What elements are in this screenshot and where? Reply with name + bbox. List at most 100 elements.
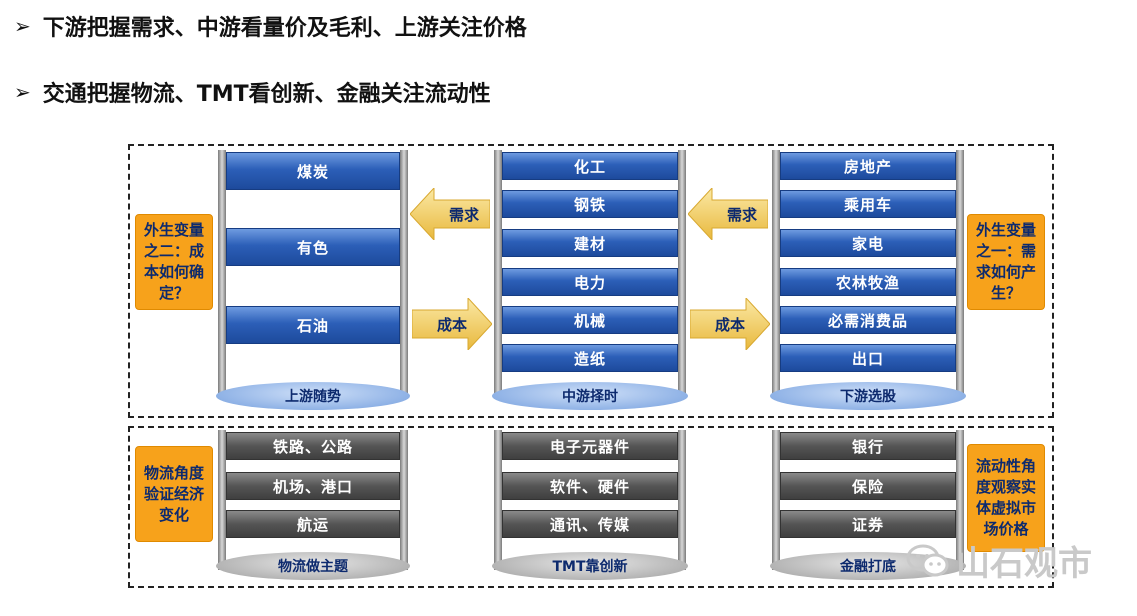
column-rail xyxy=(494,430,502,570)
sector-bar: 石油 xyxy=(226,306,400,344)
sector-bar: 家电 xyxy=(780,229,956,257)
sector-label: 电子元器件 xyxy=(549,437,630,456)
sector-bar: 航运 xyxy=(226,510,400,538)
column-rail xyxy=(400,430,408,570)
left-note-logistics-text: 物流角度验证经济变化 xyxy=(143,463,204,524)
arrow-right-icon xyxy=(412,298,492,350)
sector-bar: 保险 xyxy=(780,472,956,500)
sector-bar: 电子元器件 xyxy=(502,432,678,460)
sector-label: 通讯、传媒 xyxy=(549,515,630,534)
demand-arrow-left-1: 需求 xyxy=(410,188,490,240)
sector-bar: 软件、硬件 xyxy=(502,472,678,500)
sector-bar: 必需消费品 xyxy=(780,306,956,334)
watermark: 山石观市 xyxy=(906,536,1092,585)
sector-label: 家电 xyxy=(851,234,884,253)
sector-bar: 银行 xyxy=(780,432,956,460)
sector-label: 乘用车 xyxy=(843,195,892,214)
sector-bar: 有色 xyxy=(226,228,400,266)
left-note-cost-text: 外生变量之二：成本如何确定？ xyxy=(143,221,204,302)
column-base-downstream: 下游选股 xyxy=(770,382,966,410)
sector-bar: 乘用车 xyxy=(780,190,956,218)
sector-label: 钢铁 xyxy=(573,195,606,214)
sector-label: 建材 xyxy=(573,234,606,253)
arrow-right-icon xyxy=(690,298,770,350)
column-rail xyxy=(218,430,226,570)
column-rail xyxy=(678,430,686,570)
column-base-label: 金融打底 xyxy=(840,559,896,575)
sector-bar: 证券 xyxy=(780,510,956,538)
column-rail xyxy=(678,150,686,396)
column-rail xyxy=(494,150,502,396)
bullet-downstream-midstream-upstream: ➢ 下游把握需求、中游看量价及毛利、上游关注价格 xyxy=(14,10,527,42)
demand-arrow-left-2: 需求 xyxy=(688,188,768,240)
sector-label: 机械 xyxy=(573,311,606,330)
sector-bar: 铁路、公路 xyxy=(226,432,400,460)
arrow-label: 需求 xyxy=(726,205,757,224)
bullet-text: 下游把握需求、中游看量价及毛利、上游关注价格 xyxy=(42,16,527,41)
sector-label: 房地产 xyxy=(843,157,892,176)
arrow-left-icon xyxy=(410,188,490,240)
sector-bar: 煤炭 xyxy=(226,152,400,190)
sector-bar: 电力 xyxy=(502,268,678,296)
column-rail xyxy=(400,150,408,396)
sector-label: 煤炭 xyxy=(296,162,329,181)
bottom-section-box xyxy=(128,426,1054,588)
sector-label: 证券 xyxy=(851,515,884,534)
sector-label: 机场、港口 xyxy=(272,477,353,496)
sector-label: 铁路、公路 xyxy=(272,437,353,456)
sector-bar: 化工 xyxy=(502,152,678,180)
column-base-midstream: 中游择时 xyxy=(492,382,688,410)
sector-label: 航运 xyxy=(296,515,329,534)
arrow-label: 成本 xyxy=(436,315,467,334)
column-base-upstream: 上游随势 xyxy=(216,382,410,410)
sector-label: 软件、硬件 xyxy=(549,477,630,496)
sector-label: 造纸 xyxy=(573,349,606,368)
arrow-left-icon xyxy=(688,188,768,240)
column-base-label: 中游择时 xyxy=(562,389,618,405)
sector-label: 有色 xyxy=(296,238,329,257)
right-note-liquidity: 流动性角度观察实体虚拟市场价格 xyxy=(967,444,1045,552)
column-base-label: TMT靠创新 xyxy=(552,559,628,575)
column-base-label: 上游随势 xyxy=(285,389,341,405)
arrow-label: 成本 xyxy=(714,315,745,334)
sector-bar: 房地产 xyxy=(780,152,956,180)
cost-arrow-right-2: 成本 xyxy=(690,298,770,350)
sector-bar: 机场、港口 xyxy=(226,472,400,500)
sector-bar: 农林牧渔 xyxy=(780,268,956,296)
right-note-liquidity-text: 流动性角度观察实体虚拟市场价格 xyxy=(975,457,1036,538)
column-rail xyxy=(956,150,964,396)
sector-label: 出口 xyxy=(851,349,884,368)
right-note-demand-text: 外生变量之一：需求如何产生？ xyxy=(975,221,1036,302)
left-note-logistics: 物流角度验证经济变化 xyxy=(135,446,213,542)
bullet-arrow-icon: ➢ xyxy=(14,80,31,104)
wechat-icon xyxy=(906,544,949,576)
top-section-box xyxy=(128,144,1054,418)
right-note-demand: 外生变量之一：需求如何产生？ xyxy=(967,214,1045,310)
sector-label: 石油 xyxy=(296,316,329,335)
watermark-text: 山石观市 xyxy=(956,544,1092,584)
arrow-label: 需求 xyxy=(448,205,479,224)
sector-label: 必需消费品 xyxy=(827,311,908,330)
column-rail xyxy=(772,150,780,396)
column-rail xyxy=(218,150,226,396)
column-rail xyxy=(772,430,780,570)
column-base-label: 下游选股 xyxy=(840,389,896,405)
sector-label: 电力 xyxy=(573,273,606,292)
sector-label: 银行 xyxy=(851,437,884,456)
sector-bar: 出口 xyxy=(780,344,956,372)
bullet-arrow-icon: ➢ xyxy=(14,14,31,38)
sector-bar: 钢铁 xyxy=(502,190,678,218)
column-base-tmt: TMT靠创新 xyxy=(492,552,688,580)
left-note-cost: 外生变量之二：成本如何确定？ xyxy=(135,214,213,310)
column-rail xyxy=(956,430,964,570)
bullet-transport-tmt-finance: ➢ 交通把握物流、TMT看创新、金融关注流动性 xyxy=(14,76,491,108)
column-base-label: 物流做主题 xyxy=(278,559,348,575)
sector-bar: 机械 xyxy=(502,306,678,334)
sector-label: 保险 xyxy=(851,477,884,496)
sector-bar: 通讯、传媒 xyxy=(502,510,678,538)
sector-bar: 造纸 xyxy=(502,344,678,372)
column-base-logistics: 物流做主题 xyxy=(216,552,410,580)
sector-label: 化工 xyxy=(573,157,606,176)
sector-label: 农林牧渔 xyxy=(835,273,900,292)
bullet-text: 交通把握物流、TMT看创新、金融关注流动性 xyxy=(42,82,491,107)
